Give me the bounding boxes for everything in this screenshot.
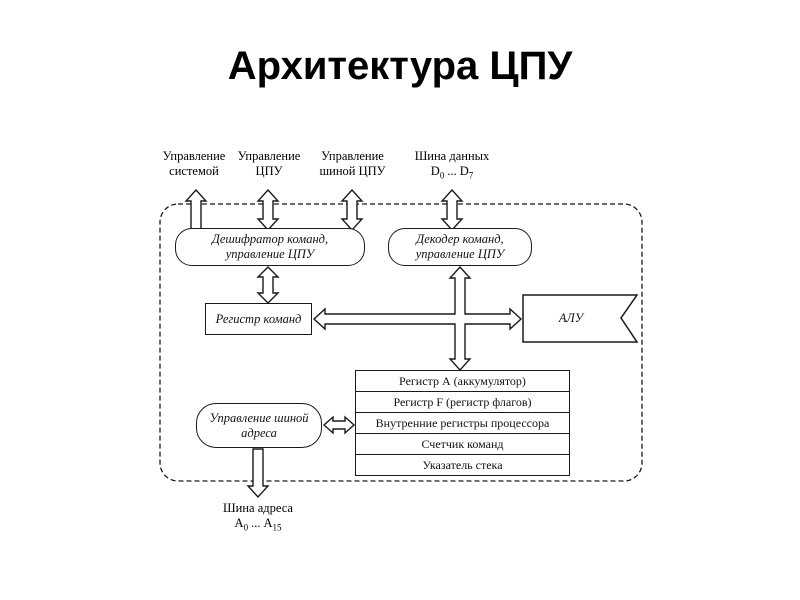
- address-bus-arrow-icon: [246, 448, 270, 499]
- address-bus-control-box: Управление шиной адреса: [196, 403, 322, 448]
- cpu-boundary-dashed-box: [159, 203, 643, 482]
- alu-box-shape: [522, 294, 639, 343]
- cpu-control-arrow-icon: [256, 188, 280, 232]
- register-f-row: Регистр F (регистр флагов): [356, 392, 569, 413]
- cpu-bus-control-arrow-icon: [340, 188, 364, 232]
- internal-registers-stack: Регистр А (аккумулятор) Регистр F (регис…: [355, 370, 570, 476]
- stack-pointer-row: Указатель стека: [422, 457, 503, 472]
- program-counter-row: Счетчик команд: [356, 434, 569, 455]
- data-bus-arrow-icon: [440, 188, 464, 232]
- label-cpu-control: Управление ЦПУ: [237, 149, 301, 178]
- system-control-arrow-icon: [184, 188, 208, 231]
- address-control-to-registers-arrow-icon: [322, 415, 356, 435]
- instruction-decipher-box: Дешифратор команд, управление ЦПУ: [175, 228, 365, 266]
- decoder-to-command-register-arrow-icon: [256, 266, 280, 304]
- alu-label: АЛУ: [558, 311, 584, 325]
- central-cross-arrow-icon: [312, 265, 523, 372]
- label-data-bus: Шина данных D0...D7: [414, 149, 490, 181]
- label-system-control: Управление системой: [162, 149, 226, 178]
- page-title: Архитектура ЦПУ: [227, 44, 573, 88]
- instruction-decoder-box: Декодер команд, управление ЦПУ: [388, 228, 532, 266]
- internal-registers-row: Внутренние регистры процессора: [356, 413, 569, 434]
- label-cpu-bus-control: Управление шиной ЦПУ: [319, 149, 386, 178]
- command-register-box: Регистр команд: [205, 303, 312, 335]
- register-a-row: Регистр А (аккумулятор): [356, 371, 569, 392]
- label-address-bus: Шина адреса A0...A15: [223, 501, 293, 533]
